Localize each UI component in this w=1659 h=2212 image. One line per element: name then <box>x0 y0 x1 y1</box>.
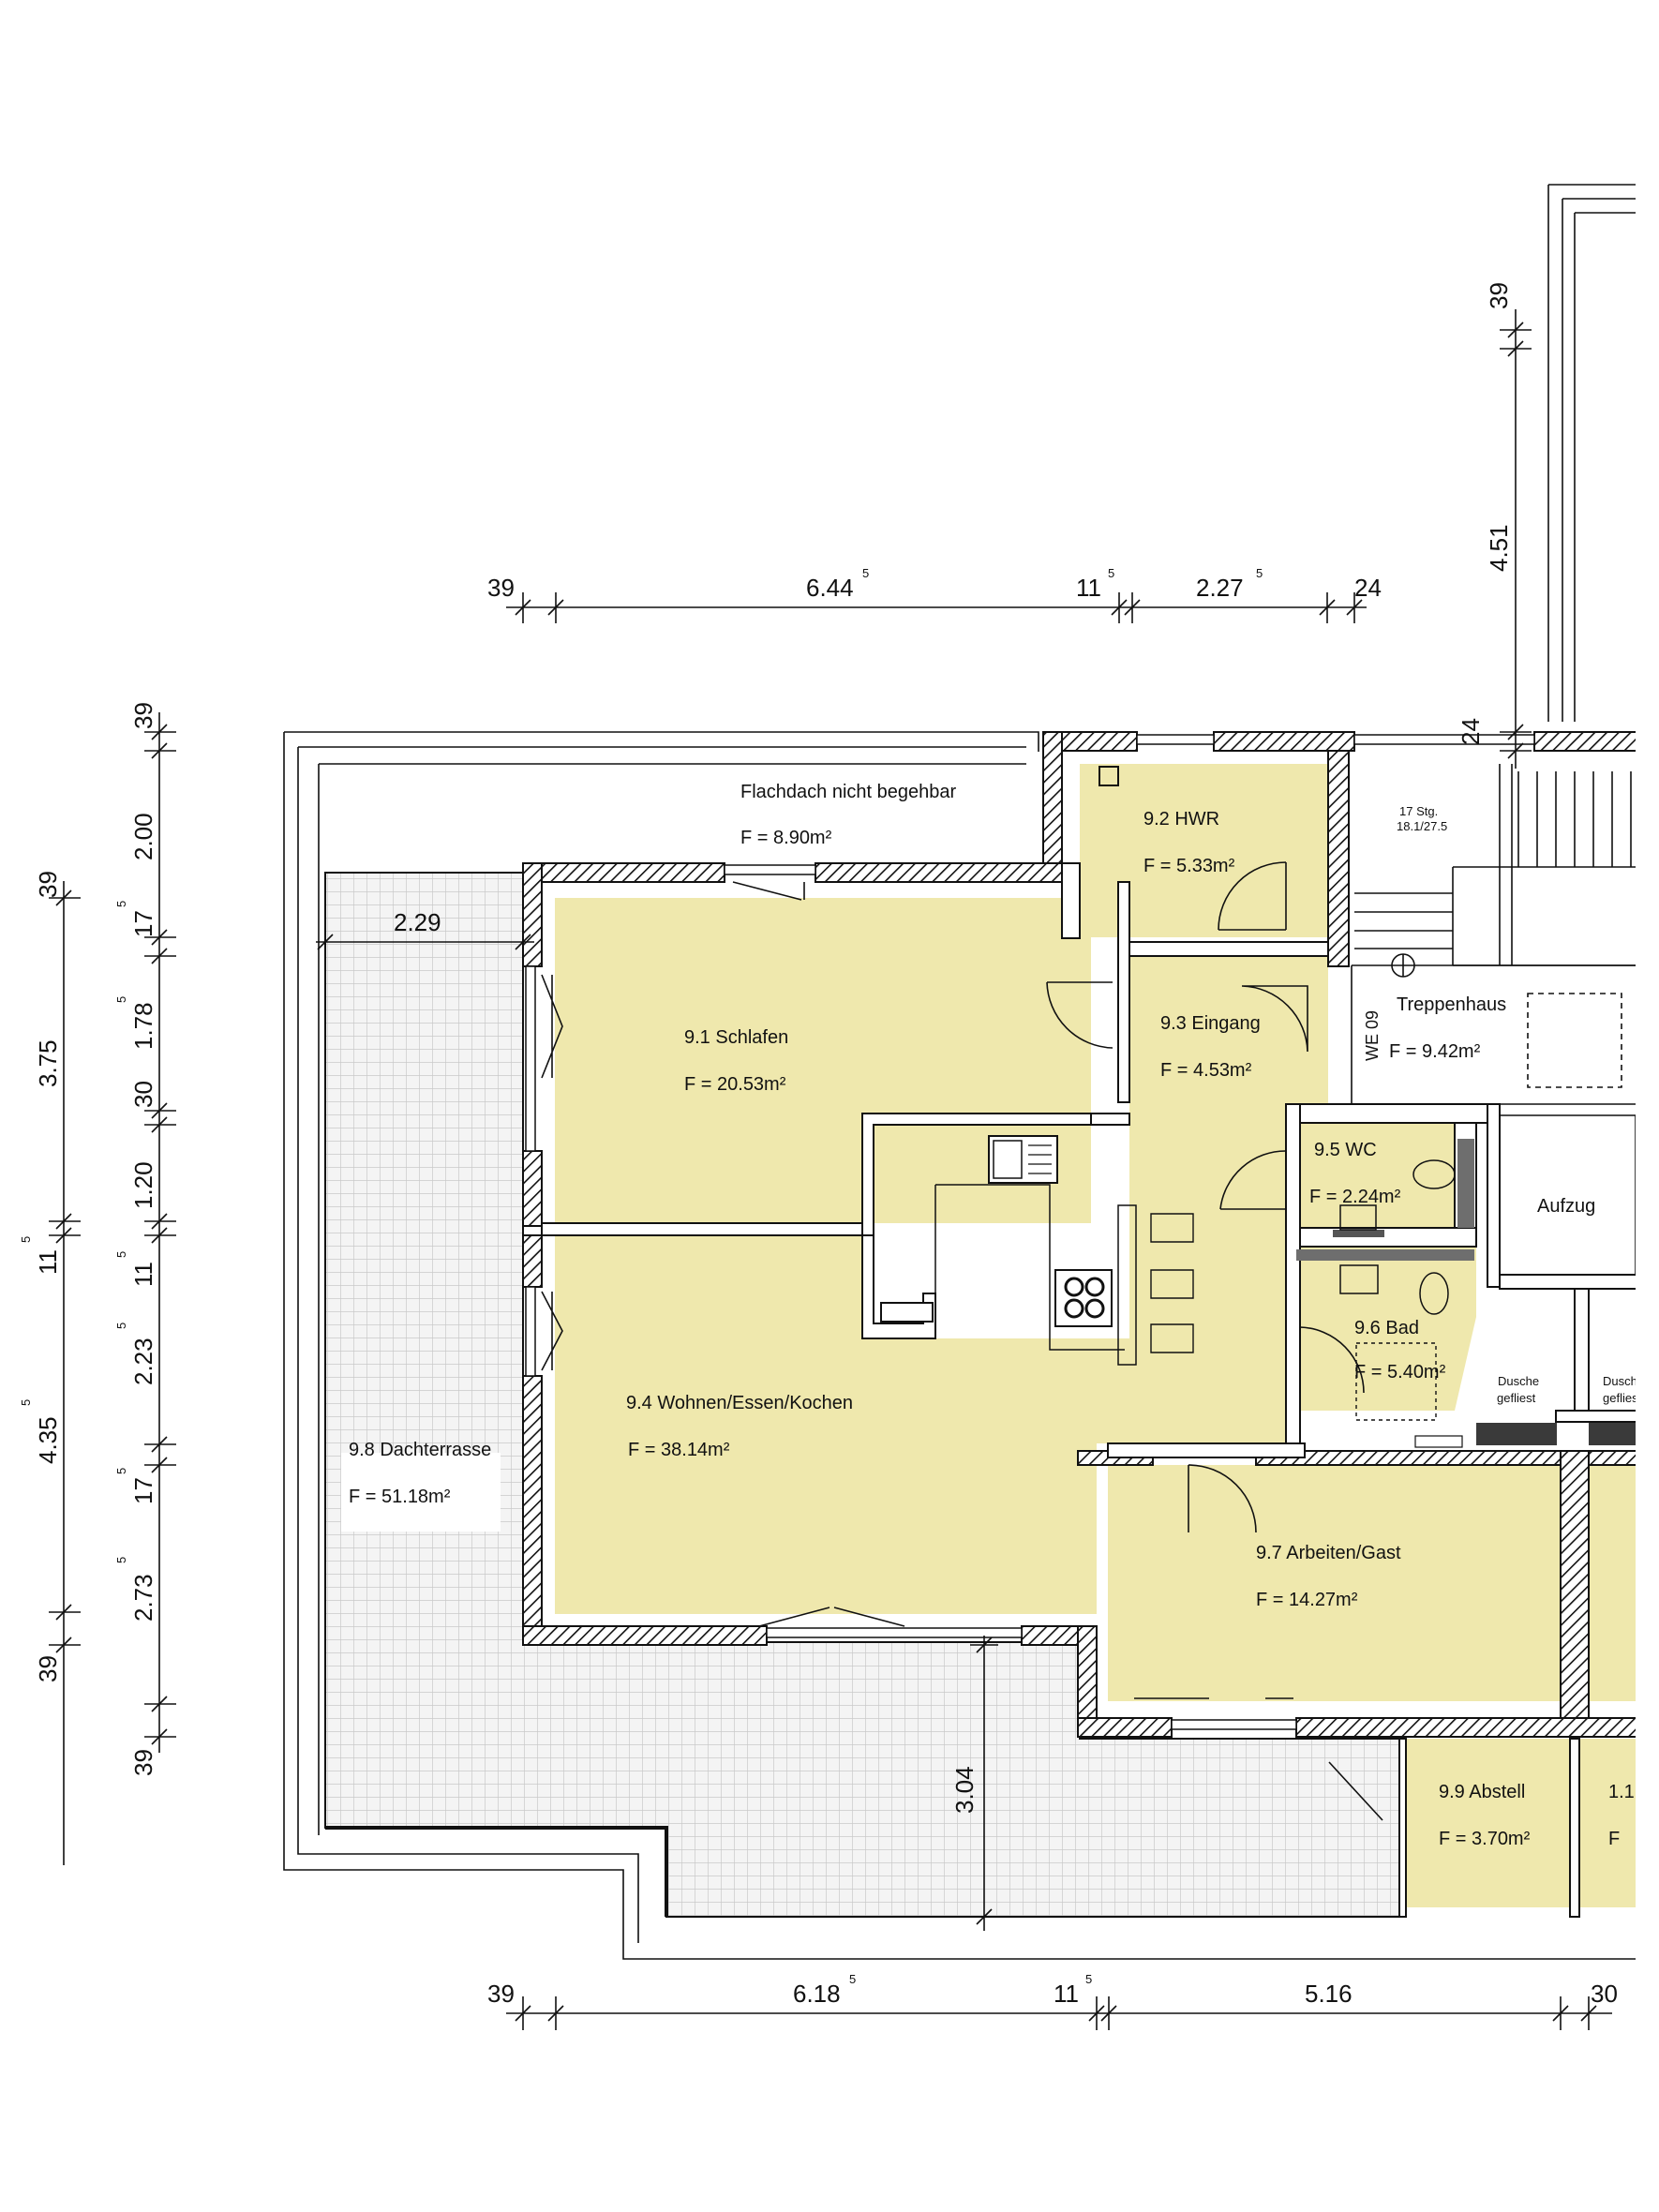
dim-left-inner-9-sup: 5 <box>114 1557 128 1563</box>
room-labels: Flachdach nicht begehbar F = 8.90m² 9.2 … <box>349 782 1638 1849</box>
label-treppenhaus: Treppenhaus <box>1397 994 1506 1015</box>
area-treppenhaus: F = 9.42m² <box>1389 1041 1481 1062</box>
dim-bottom-2-sup: 5 <box>1085 1972 1092 1986</box>
dim-right-1: 4.51 <box>1485 524 1513 572</box>
dimension-texts: 39 6.44 5 11 5 2.27 5 24 39 6.18 5 11 5 … <box>19 282 1618 2008</box>
dim-left-inner-4: 30 <box>129 1081 157 1108</box>
label-abstell: 9.9 Abstell <box>1439 1782 1525 1802</box>
dusche1-line1: Dusche <box>1498 1374 1539 1388</box>
area-hwr: F = 5.33m² <box>1143 856 1235 876</box>
dim-left-inner-5: 1.20 <box>129 1161 157 1209</box>
area-abstell: F = 3.70m² <box>1439 1829 1531 1849</box>
dim-left-inner-9: 2.73 <box>129 1574 157 1622</box>
dim-right-2: 24 <box>1457 718 1485 745</box>
label-wohnen: 9.4 Wohnen/Essen/Kochen <box>626 1393 853 1413</box>
walls <box>522 731 1636 1738</box>
dim-terrace-depth: 3.04 <box>950 1766 979 1814</box>
room-abstell <box>1406 1739 1570 1907</box>
dim-left-inner-2: 17 <box>129 910 157 937</box>
dim-top-3: 2.27 <box>1196 574 1244 602</box>
dimension-lines <box>49 309 1612 2030</box>
area-eingang: F = 4.53m² <box>1160 1060 1252 1081</box>
area-flachdach: F = 8.90m² <box>740 828 832 848</box>
dim-bottom-0: 39 <box>487 1980 515 2008</box>
dim-bottom-1-sup: 5 <box>849 1972 856 1986</box>
dim-left-outer-2-sup: 5 <box>19 1236 33 1243</box>
dim-left-outer-3-sup: 5 <box>19 1399 33 1406</box>
room-arbeiten <box>1108 1465 1561 1701</box>
stairs-ratio: 18.1/27.5 <box>1397 819 1447 833</box>
area-wohnen: F = 38.14m² <box>628 1440 730 1460</box>
stairs-count: 17 Stg. <box>1399 804 1438 818</box>
room-wohnen <box>555 1104 1286 1614</box>
area-arbeiten: F = 14.27m² <box>1256 1590 1358 1610</box>
dim-top-3-sup: 5 <box>1256 566 1263 580</box>
label-schlafen: 9.1 Schlafen <box>684 1027 788 1048</box>
room-hwr <box>1080 764 1328 937</box>
dim-bottom-2: 11 <box>1054 1980 1079 2008</box>
area-schlafen: F = 20.53m² <box>684 1074 786 1095</box>
dusche2-line2: geflies <box>1603 1391 1638 1405</box>
dim-left-outer-0: 39 <box>34 871 62 898</box>
area-dachterrasse: F = 51.18m² <box>349 1487 451 1507</box>
dim-left-inner-1: 2.00 <box>129 813 157 860</box>
area-cut-room: F <box>1608 1829 1620 1849</box>
room-cut-bottom <box>1579 1739 1636 1907</box>
dim-left-inner-3: 1.78 <box>129 1002 157 1050</box>
dim-left-inner-8-sup: 5 <box>114 1468 128 1474</box>
dim-left-inner-7: 2.23 <box>129 1338 157 1385</box>
dim-bottom-4: 30 <box>1591 1980 1618 2008</box>
label-arbeiten: 9.7 Arbeiten/Gast <box>1256 1543 1401 1563</box>
dim-left-inner-10: 39 <box>129 1749 157 1776</box>
dim-left-inner-6: 11 <box>129 1262 157 1287</box>
stairwell <box>1351 184 1636 1275</box>
dim-bottom-3: 5.16 <box>1305 1980 1353 2008</box>
dim-top-4: 24 <box>1354 574 1382 602</box>
room-wc <box>1300 1123 1455 1228</box>
label-wc: 9.5 WC <box>1314 1140 1377 1160</box>
dim-top-1: 6.44 <box>806 574 854 602</box>
dim-left-inner-7-sup: 5 <box>114 1323 128 1329</box>
label-bad: 9.6 Bad <box>1354 1318 1419 1338</box>
dim-left-outer-3: 4.35 <box>34 1416 62 1464</box>
room-bad <box>1300 1247 1476 1411</box>
windows <box>525 734 1535 1730</box>
label-flachdach: Flachdach nicht begehbar <box>740 782 956 802</box>
dim-right-0: 39 <box>1485 282 1513 309</box>
dusche2-line1: Dusch <box>1603 1374 1637 1388</box>
dim-left-inner-0: 39 <box>129 702 157 729</box>
dusche1-line2: gefliest <box>1497 1391 1536 1405</box>
label-we09: WE 09 <box>1363 1010 1382 1061</box>
fixtures <box>880 766 1636 1448</box>
dim-top-0: 39 <box>487 574 515 602</box>
label-eingang: 9.3 Eingang <box>1160 1013 1261 1034</box>
dim-bottom-1: 6.18 <box>793 1980 841 2008</box>
dim-left-inner-2-sup: 5 <box>114 901 128 907</box>
dim-top-2: 11 <box>1076 574 1101 602</box>
label-cut-room: 1.1 <box>1608 1782 1635 1802</box>
label-aufzug: Aufzug <box>1537 1196 1595 1217</box>
area-bad: F = 5.40m² <box>1354 1362 1446 1382</box>
area-wc: F = 2.24m² <box>1309 1187 1401 1207</box>
dim-left-outer-2: 11 <box>34 1249 62 1275</box>
dim-left-inner-8: 17 <box>129 1477 157 1504</box>
dim-terrace-width: 2.29 <box>394 908 441 936</box>
door-swings <box>541 861 1383 1821</box>
label-hwr: 9.2 HWR <box>1143 809 1219 830</box>
label-dachterrasse: 9.8 Dachterrasse <box>349 1440 491 1460</box>
rooms <box>555 764 1636 1907</box>
dim-left-outer-4: 39 <box>34 1655 62 1682</box>
dim-left-inner-3-sup: 5 <box>114 996 128 1003</box>
dim-top-1-sup: 5 <box>862 566 869 580</box>
room-eingang <box>1129 956 1328 1104</box>
room-right-cut <box>1589 1465 1636 1701</box>
dim-top-2-sup: 5 <box>1108 566 1114 580</box>
dim-left-outer-1: 3.75 <box>34 1039 62 1087</box>
dim-left-inner-6-sup: 5 <box>114 1251 128 1258</box>
